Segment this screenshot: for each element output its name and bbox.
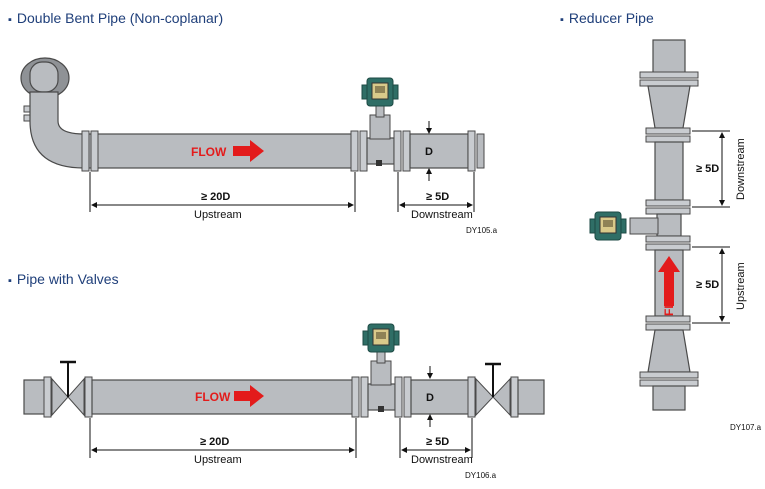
heading-valves: ▪ Pipe with Valves <box>8 271 119 287</box>
upstream-pipe <box>91 379 355 415</box>
heading-reducer-title: Reducer Pipe <box>568 10 654 26</box>
heading-bullet: ▪ <box>8 14 12 26</box>
flow-arrow-icon <box>658 256 680 306</box>
downstream-label: Downstream <box>411 209 473 221</box>
reducer-cone <box>647 329 691 373</box>
gate-valve-icon <box>51 360 85 417</box>
flow-label: FLOW <box>662 280 676 316</box>
downstream-pipe <box>654 141 684 201</box>
figure-code: DY106.a <box>465 471 497 480</box>
flowmeter-transmitter-icon <box>361 77 399 107</box>
figure-code: DY105.a <box>466 226 498 235</box>
upstream-label: Upstream <box>194 209 242 221</box>
downstream-pipe <box>409 133 469 169</box>
reducer-diagram: FLOW ≥ 5D ≥ 5D Downstream Upstream DY107… <box>589 39 762 432</box>
downstream-label: Downstream <box>411 454 473 466</box>
heading-bullet: ▪ <box>560 14 564 26</box>
heading-reducer: ▪ Reducer Pipe <box>560 10 654 26</box>
flow-label: FLOW <box>195 390 231 404</box>
upstream-label: Upstream <box>735 262 747 310</box>
flow-label: FLOW <box>191 145 227 159</box>
downstream-dimension: ≥ 5D <box>426 191 449 203</box>
downstream-dimension: ≥ 5D <box>696 163 719 175</box>
valves-diagram: FLOW D ≥ 20D Upstream ≥ 5D Downstream DY… <box>23 323 545 480</box>
diameter-label: D <box>425 146 433 158</box>
heading-double-bent-title: Double Bent Pipe (Non-coplanar) <box>16 10 224 26</box>
flow-arrow-icon <box>234 385 264 407</box>
figure-code: DY107.a <box>730 423 762 432</box>
upstream-dimension: ≥ 20D <box>201 191 230 203</box>
double-bent-diagram: FLOW D ≥ 20D Upstream ≥ 5D Downstream DY… <box>20 57 498 235</box>
flowmeter-body <box>656 213 682 237</box>
downstream-dimension: ≥ 5D <box>426 436 449 448</box>
reducer-cone <box>647 85 691 129</box>
flowmeter-transmitter-icon <box>362 323 400 353</box>
flow-arrow-icon <box>233 140 264 162</box>
heading-valves-title: Pipe with Valves <box>16 271 119 287</box>
diameter-label: D <box>426 392 434 404</box>
upstream-pipe <box>83 133 357 169</box>
upstream-label: Upstream <box>194 454 242 466</box>
heading-bullet: ▪ <box>8 275 12 287</box>
downstream-pipe <box>410 379 470 415</box>
downstream-label: Downstream <box>735 138 747 200</box>
upstream-dimension: ≥ 5D <box>696 279 719 291</box>
upstream-dimension: ≥ 20D <box>200 436 229 448</box>
bent-pipe-elbow <box>29 91 85 169</box>
gate-valve-icon <box>475 362 511 417</box>
heading-double-bent: ▪ Double Bent Pipe (Non-coplanar) <box>8 10 223 26</box>
flowmeter-transmitter-icon <box>589 211 627 241</box>
